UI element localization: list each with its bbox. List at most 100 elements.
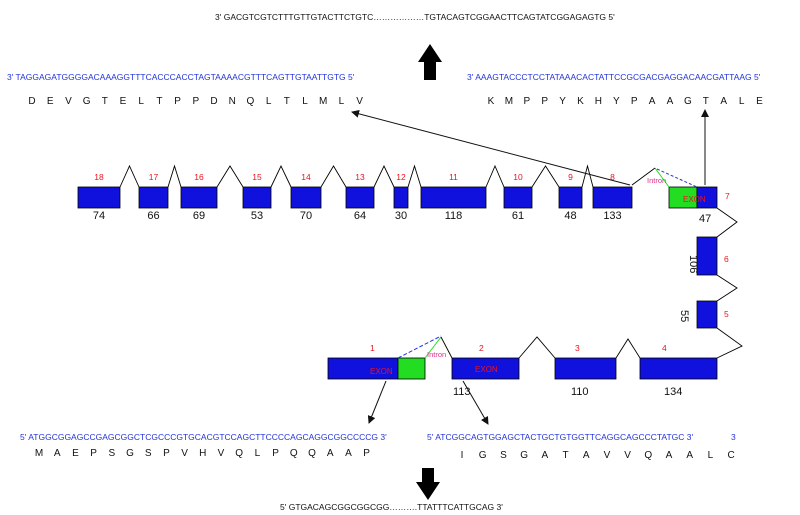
exon-7: EXON 7 47 — [668, 186, 730, 225]
arrow-exon8-to-top-left-peptide — [351, 109, 631, 186]
amino-acid: T — [284, 96, 290, 107]
exon-12-length: 30 — [395, 210, 407, 222]
exon-2-length: 113 — [453, 386, 471, 398]
exon-9-length: 48 — [564, 210, 576, 222]
intron-16 — [216, 165, 244, 188]
amino-acid: P — [163, 448, 170, 459]
top-left-cdna-sequence: 3' TAGGAGATGGGGACAAAGGTTTCACCCACCTAGTAAA… — [7, 72, 355, 82]
amino-acid: G — [684, 96, 692, 107]
amino-acid: A — [54, 448, 61, 459]
amino-acid: K — [577, 96, 584, 107]
exon-13-length: 64 — [354, 210, 366, 222]
down-arrow-icon — [416, 468, 440, 500]
amino-acid: P — [363, 448, 370, 459]
exon-6: 6 106 — [687, 236, 729, 276]
intron-11 — [485, 164, 505, 188]
intron-17 — [167, 164, 182, 188]
exon-3-number: 3 — [575, 343, 580, 353]
amino-acid: V — [65, 96, 72, 107]
exon-10-length: 61 — [512, 210, 524, 222]
intron-9 — [581, 164, 594, 188]
exon-13-box — [345, 186, 375, 209]
amino-acid: P — [541, 96, 548, 107]
amino-acid: G — [126, 448, 134, 459]
amino-acid: Q — [290, 448, 298, 459]
amino-acid: V — [218, 448, 225, 459]
exon-17-number: 17 — [149, 172, 159, 182]
bottom-genomic-sequence: 5' GTGACAGCGGCGGCGG……….TTATTTCATTGCAG 3' — [280, 502, 503, 512]
amino-acid: L — [138, 96, 144, 107]
amino-acid: E — [120, 96, 127, 107]
amino-acid: V — [181, 448, 188, 459]
exon-14-number: 14 — [301, 172, 311, 182]
exon-15-number: 15 — [252, 172, 262, 182]
amino-acid: A — [666, 450, 673, 461]
amino-acid: L — [302, 96, 308, 107]
exon-18-number: 18 — [94, 172, 104, 182]
amino-acid: T — [102, 96, 108, 107]
up-arrow-icon — [418, 44, 442, 80]
exon-7-length: 47 — [699, 213, 711, 225]
amino-acid: D — [28, 96, 35, 107]
exon-13-number: 13 — [355, 172, 365, 182]
bottom-exon-row: 1 EXON Intron 2 EXON 113 3 110 4 134 — [327, 335, 718, 398]
amino-acid: A — [686, 450, 693, 461]
pointer-arrows — [351, 109, 709, 425]
amino-acid: S — [108, 448, 115, 459]
exon-9-box — [558, 186, 583, 209]
amino-acid: Q — [644, 450, 652, 461]
top-exon-row: 1874176616691553147013641230111181061948… — [77, 164, 633, 222]
exon-5-number: 5 — [724, 309, 729, 319]
amino-acid: D — [210, 96, 217, 107]
exon-7-exon-label: EXON — [683, 195, 706, 204]
exon-10-box — [503, 186, 533, 209]
exon-9-number: 9 — [568, 172, 573, 182]
exon-16-box — [180, 186, 218, 209]
amino-acid: P — [174, 96, 181, 107]
exon-4-length: 134 — [664, 386, 682, 398]
arrow-exon1-to-bottom-left-peptide — [367, 380, 387, 424]
intron-label-top: Intron — [647, 176, 666, 185]
exon-5-box — [696, 300, 718, 329]
amino-acid: L — [266, 96, 272, 107]
amino-acid: H — [199, 448, 206, 459]
amino-acid: Q — [247, 96, 255, 107]
intron-13 — [373, 164, 395, 188]
amino-acid: P — [272, 448, 279, 459]
amino-acid: T — [703, 96, 709, 107]
amino-acid: T — [156, 96, 162, 107]
exon-16-length: 69 — [193, 210, 205, 222]
exon-2-number: 2 — [479, 343, 484, 353]
amino-acid: C — [727, 450, 734, 461]
exon-2-exon-label: EXON — [475, 365, 498, 374]
amino-acid: V — [624, 450, 631, 461]
exon-17-length: 66 — [147, 210, 159, 222]
intron-10 — [531, 165, 560, 188]
exon-14-box — [290, 186, 322, 209]
intron-18 — [119, 164, 140, 188]
exon-17-box — [138, 186, 169, 209]
amino-acid: M — [319, 96, 327, 107]
amino-acid: V — [604, 450, 611, 461]
exon-11-box — [420, 186, 487, 209]
bottom-right-overlap-digit: 3 — [731, 432, 736, 442]
exon-10-number: 10 — [513, 172, 523, 182]
exon-7-number: 7 — [725, 191, 730, 201]
exon-2-box — [451, 357, 520, 380]
amino-acid: P — [631, 96, 638, 107]
exon-15-box — [242, 186, 272, 209]
amino-acid: E — [72, 448, 79, 459]
exon-14-length: 70 — [300, 210, 312, 222]
exon-12-number: 12 — [396, 172, 406, 182]
amino-acid: M — [505, 96, 513, 107]
amino-acid: S — [500, 450, 507, 461]
exon-11-length: 118 — [445, 210, 463, 222]
intron-12 — [407, 164, 422, 188]
amino-acid: A — [583, 450, 590, 461]
exon-4-box — [639, 357, 718, 380]
